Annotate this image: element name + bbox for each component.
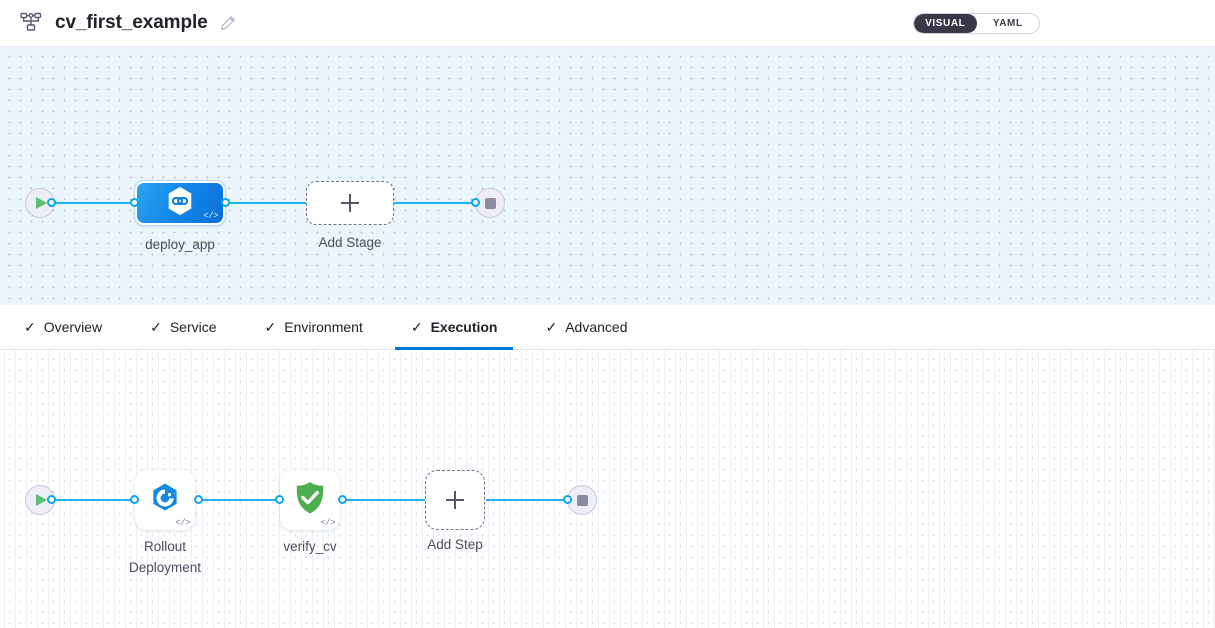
step-edge-addstep-to-end [486, 499, 576, 501]
step-start-port[interactable] [47, 495, 56, 504]
step-code-badge[interactable]: </> [320, 518, 335, 528]
stage-deploy-out-port[interactable] [221, 198, 230, 207]
add-stage-node[interactable]: Add Stage [306, 181, 394, 250]
stop-icon [484, 197, 496, 209]
check-icon: ✓ [410, 319, 423, 335]
green-shield-check-icon [293, 480, 327, 521]
stage-end-port[interactable] [471, 198, 480, 207]
stage-node-deploy-app[interactable]: </> deploy_app [134, 180, 226, 252]
stage-edge-deploy-to-addstage [220, 202, 310, 204]
stage-config-tabs[interactable]: ✓ Overview ✓ Service ✓ Environment ✓ Exe… [0, 305, 1215, 350]
step-node-label: verify_cv [283, 539, 337, 554]
k8s-rollout-icon [148, 481, 182, 520]
harness-hexagon-icon [164, 185, 196, 222]
step-node-verify-cv[interactable]: </> verify_cv [280, 470, 340, 554]
tab-overview[interactable]: ✓ Overview [8, 305, 118, 349]
check-icon: ✓ [150, 319, 162, 335]
tab-service-label: Service [169, 319, 217, 335]
stage-edge-addstage-to-end [392, 202, 484, 204]
add-stage-label: Add Stage [318, 235, 382, 250]
app-header: cv_first_example VISUAL YAML [0, 0, 1215, 47]
step-edge-verify-to-addstep [340, 499, 426, 501]
stage-deploy-in-port[interactable] [130, 198, 139, 207]
stage-start-node[interactable] [25, 188, 55, 218]
step-code-badge[interactable]: </> [175, 518, 190, 528]
tab-advanced-label: Advanced [565, 319, 628, 335]
tab-service[interactable]: ✓ Service [134, 305, 232, 349]
view-toggle-visual[interactable]: VISUAL [914, 14, 977, 33]
pipeline-hierarchy-icon [20, 12, 42, 34]
view-mode-toggle[interactable]: VISUAL YAML [913, 13, 1040, 34]
add-step-node[interactable]: Add Step [425, 470, 485, 552]
check-icon: ✓ [264, 319, 277, 335]
step-node-rollout-deployment[interactable]: </> Rollout Deployment [129, 470, 201, 575]
step-edge-start-to-rollout [52, 499, 140, 501]
step-end-node[interactable] [567, 485, 597, 515]
add-step-label: Add Step [427, 537, 483, 552]
stage-code-badge[interactable]: </> [203, 211, 218, 221]
stage-end-node[interactable] [475, 188, 505, 218]
tab-execution-label: Execution [430, 319, 498, 335]
stage-start-port[interactable] [47, 198, 56, 207]
check-icon: ✓ [545, 319, 558, 335]
step-end-port[interactable] [563, 495, 572, 504]
execution-steps-canvas[interactable]: </> Rollout Deployment </> verify_cv Add… [0, 350, 1215, 628]
tab-advanced[interactable]: ✓ Advanced [529, 305, 643, 349]
view-toggle-yaml[interactable]: YAML [992, 18, 1023, 29]
stage-node-label: deploy_app [145, 237, 215, 252]
stage-edge-start-to-deploy [52, 202, 140, 204]
play-icon [36, 494, 47, 506]
step-edge-rollout-to-verify [196, 499, 286, 501]
tab-environment-label: Environment [284, 319, 363, 335]
step-verify-in-port[interactable] [275, 495, 284, 504]
check-icon: ✓ [24, 319, 36, 335]
plus-icon [446, 491, 464, 509]
tab-environment[interactable]: ✓ Environment [249, 305, 379, 349]
step-verify-out-port[interactable] [338, 495, 347, 504]
page-title: cv_first_example [55, 12, 208, 33]
step-node-label: Rollout Deployment [128, 539, 202, 575]
step-rollout-in-port[interactable] [130, 495, 139, 504]
plus-icon [341, 194, 359, 212]
edit-pencil-icon[interactable] [220, 15, 236, 31]
tab-execution[interactable]: ✓ Execution [394, 305, 514, 350]
tab-overview-label: Overview [43, 319, 103, 335]
play-icon [36, 197, 47, 209]
stop-icon [576, 494, 588, 506]
step-rollout-out-port[interactable] [194, 495, 203, 504]
stage-canvas[interactable]: </> deploy_app Add Stage [0, 47, 1215, 305]
